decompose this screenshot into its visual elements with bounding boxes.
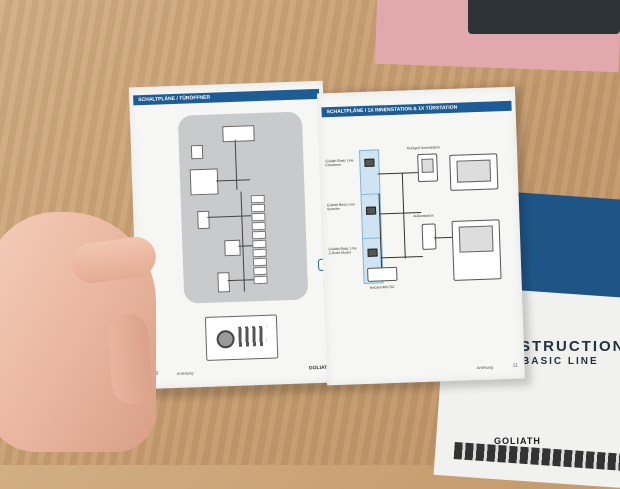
wire bbox=[377, 172, 418, 175]
right-page: SCHALTPLÄNE / 1X INNENSTATION & 1X TÜRST… bbox=[316, 86, 526, 386]
relay-module bbox=[190, 144, 204, 160]
terminal bbox=[250, 203, 266, 213]
power-supply-unit bbox=[367, 266, 398, 282]
right-page-number: 11 bbox=[512, 362, 518, 369]
monitor-screen bbox=[421, 158, 434, 173]
chip-icon bbox=[367, 248, 378, 257]
station-panel bbox=[458, 225, 494, 253]
label-monitor: Ruhepol Innenstation bbox=[406, 145, 441, 151]
left-page: SCHALTPLÄNE / TÜRÖFFNER 10 Anleitung GOL… bbox=[128, 80, 335, 390]
label-extender: Goliath Basic Line Erweiterer bbox=[325, 158, 354, 168]
terminal bbox=[250, 194, 265, 204]
label-outdoor: Außenstation bbox=[413, 213, 434, 219]
terminal bbox=[251, 212, 266, 222]
monitor-screen bbox=[456, 159, 492, 183]
terminal bbox=[252, 248, 267, 258]
terminal bbox=[252, 239, 267, 249]
wire bbox=[401, 172, 406, 259]
cover-logo: GOLIATH bbox=[494, 436, 541, 446]
door-lock-module bbox=[217, 272, 230, 293]
label-distributor: Goliath Basic Line Verteiler bbox=[326, 202, 356, 212]
intercom-module bbox=[224, 239, 241, 257]
monitor-illustration bbox=[449, 153, 499, 191]
indoor-monitor bbox=[417, 153, 439, 183]
wire bbox=[434, 236, 453, 239]
terminal bbox=[251, 230, 267, 240]
right-footer-text: Anleitung bbox=[476, 364, 494, 371]
terminal bbox=[253, 275, 268, 285]
door-station-illustration bbox=[204, 314, 279, 361]
button-module bbox=[197, 210, 210, 230]
dark-device bbox=[468, 0, 620, 34]
terminal bbox=[253, 266, 268, 276]
cover-subtitle: BASIC LINE bbox=[522, 356, 599, 367]
camera-lens-icon bbox=[216, 329, 235, 349]
right-page-header: SCHALTPLÄNE / 1X INNENSTATION & 1X TÜRST… bbox=[321, 100, 512, 118]
wire bbox=[380, 255, 423, 259]
power-supply bbox=[189, 168, 219, 196]
outdoor-station-illustration bbox=[451, 219, 502, 281]
chip-icon bbox=[365, 206, 377, 215]
chip-icon bbox=[364, 158, 375, 167]
left-footer-text: Anleitung bbox=[176, 370, 194, 376]
call-buttons bbox=[238, 325, 267, 347]
left-page-header: SCHALTPLÄNE / TÜRÖFFNER bbox=[133, 88, 320, 106]
finger bbox=[106, 312, 154, 406]
terminal bbox=[252, 257, 268, 267]
terminal bbox=[251, 221, 266, 231]
cover-title: STRUCTION bbox=[520, 338, 620, 355]
label-two-wire: Goliath Basic Line 2-Draht Modul bbox=[328, 246, 357, 256]
label-psu: Netzteil 48V DC bbox=[369, 284, 395, 290]
door-opener-module bbox=[222, 125, 255, 143]
